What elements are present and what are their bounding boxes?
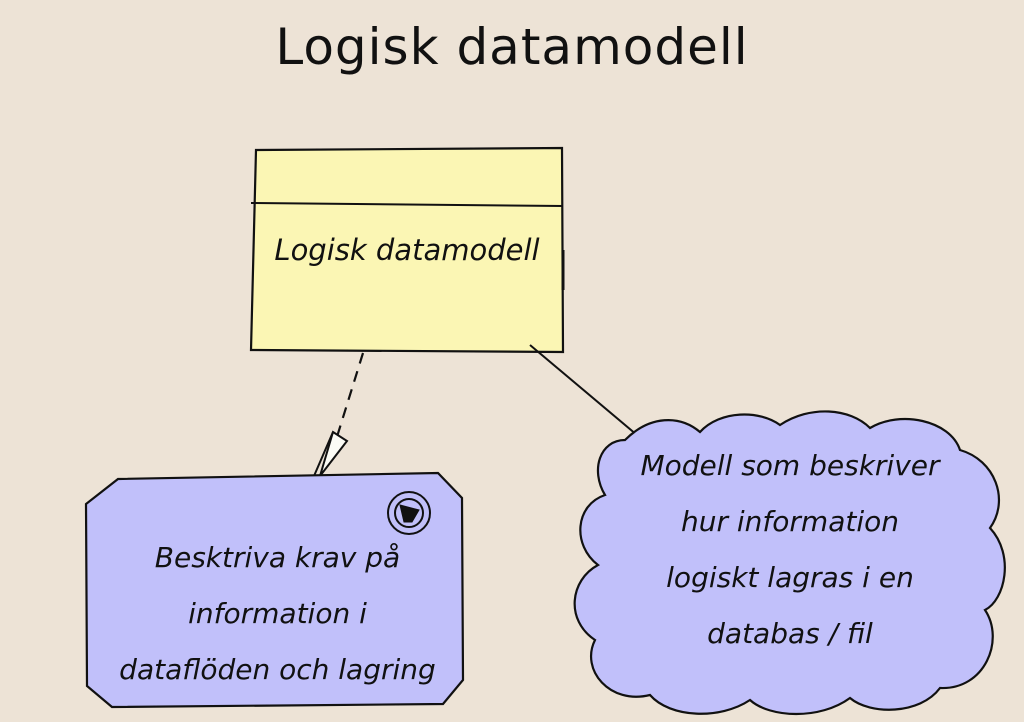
note-text-line: Modell som beskriver <box>640 449 940 482</box>
note-text: Modell som beskriver hur information log… <box>600 438 980 662</box>
data-object-box[interactable] <box>249 146 565 354</box>
goal-icon <box>387 491 431 535</box>
data-object-label: Logisk datamodell <box>274 233 540 267</box>
goal-shape <box>84 471 465 709</box>
diagram-title: Logisk datamodell <box>275 18 749 76</box>
goal-text-line: dataflöden och lagring <box>119 653 436 686</box>
realization-connector[interactable] <box>312 352 365 477</box>
note-text-line: hur information <box>681 505 899 538</box>
note-text-line: databas / fil <box>707 617 873 650</box>
realization-arrowhead <box>319 430 349 477</box>
realization-line <box>334 352 365 441</box>
goal-text: Besktriva krav på information i dataflöd… <box>95 530 460 698</box>
goal-text-line: information i <box>188 597 367 630</box>
note-cloud[interactable] <box>573 410 1006 715</box>
data-object-rect <box>249 146 565 354</box>
goal-text-line: Besktriva krav på <box>154 541 401 574</box>
data-object-header-divider <box>250 202 564 207</box>
note-text-line: logiskt lagras i en <box>666 561 914 594</box>
goal-box[interactable] <box>84 471 465 709</box>
note-connector[interactable] <box>529 344 638 436</box>
